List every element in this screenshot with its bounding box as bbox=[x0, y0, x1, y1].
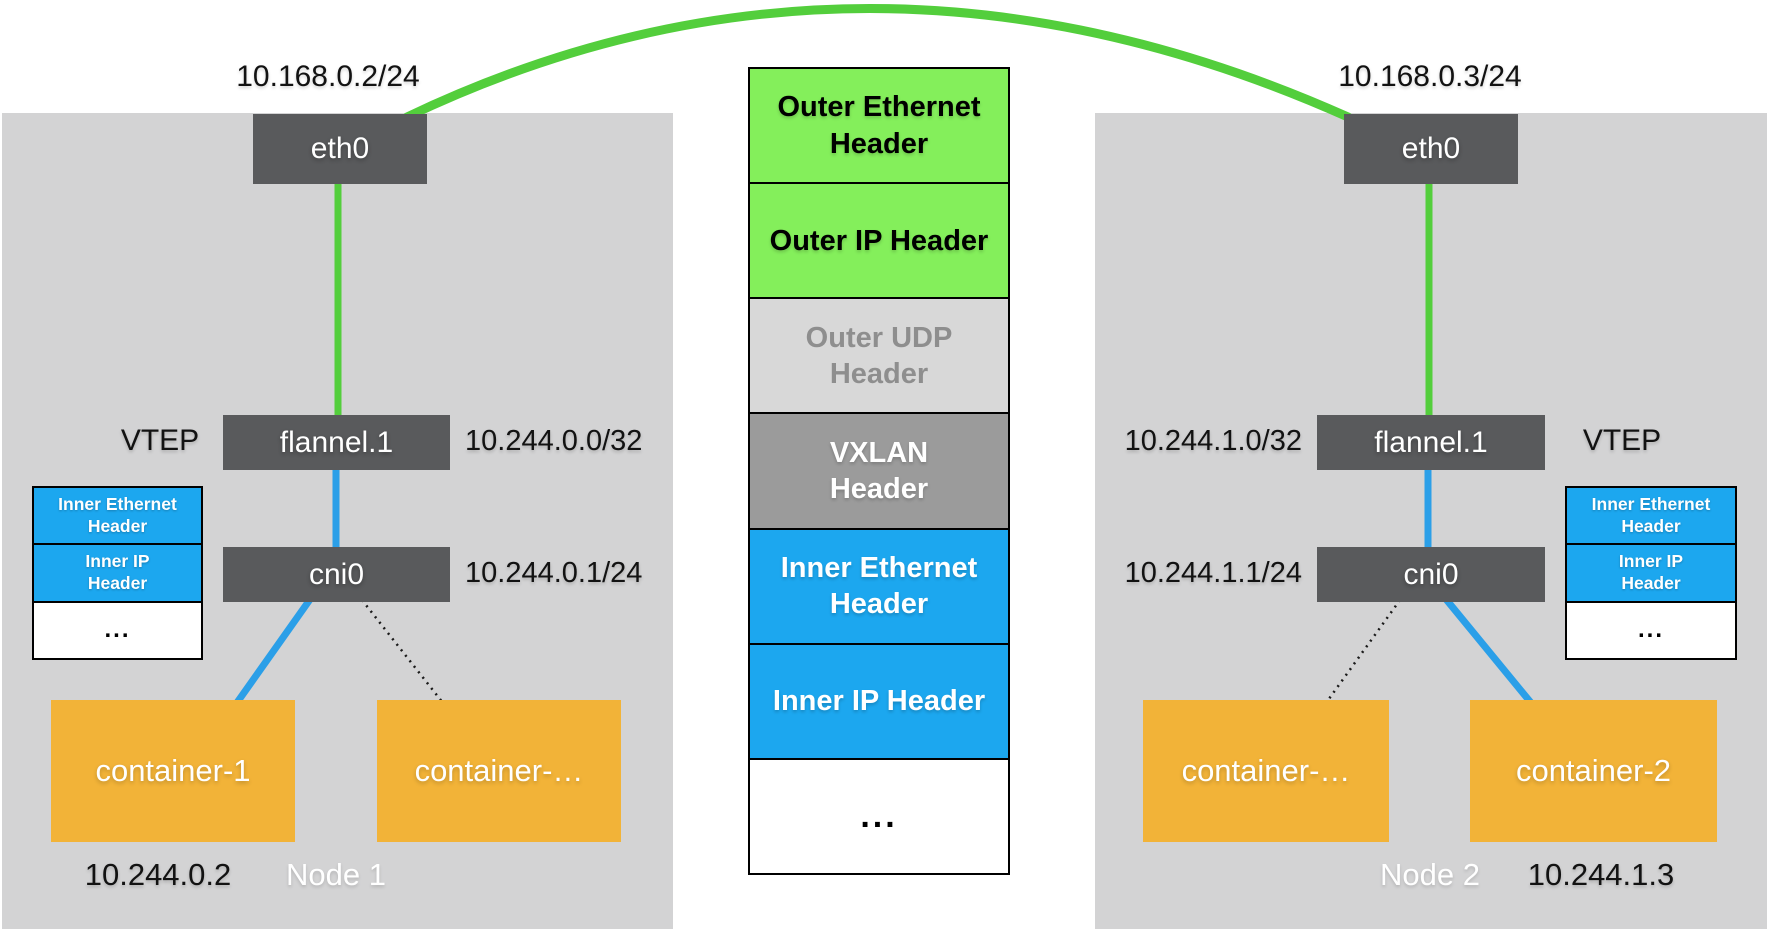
node2-eth0-box: eth0 bbox=[1344, 114, 1518, 184]
node2-cni-ip-label: 10.244.1.1/24 bbox=[1124, 557, 1302, 589]
node2-cni-box: cni0 bbox=[1317, 547, 1545, 602]
node1-inner-ethernet-header: Inner Ethernet Header bbox=[34, 488, 201, 546]
node1-eth0-ip-label: 10.168.0.2/24 bbox=[236, 60, 420, 93]
node1-container-1-box: container-1 bbox=[51, 700, 295, 842]
outer-udp-header-segment: Outer UDP Header bbox=[750, 299, 1008, 415]
node2-cni-label: cni0 bbox=[1403, 557, 1459, 591]
payload-ellipsis-segment: ... bbox=[750, 759, 1008, 873]
node2-flannel-ip-label: 10.244.1.0/32 bbox=[1124, 425, 1302, 457]
node2-vtep-label: VTEP bbox=[1582, 424, 1662, 457]
node2-flannel-label: flannel.1 bbox=[1374, 425, 1488, 459]
node1-cni-ip-label: 10.244.0.1/24 bbox=[465, 557, 643, 589]
node1-cni-box: cni0 bbox=[223, 547, 450, 602]
vxlan-packet-stack: Outer Ethernet Header Outer IP Header Ou… bbox=[748, 67, 1010, 875]
node1-flannel-label: flannel.1 bbox=[279, 425, 394, 459]
node2-container-other-label: container-… bbox=[1181, 753, 1351, 788]
node1-container-other-label: container-… bbox=[414, 753, 584, 788]
inner-ip-header-segment: Inner IP Header bbox=[750, 644, 1008, 760]
node2-inner-ethernet-header: Inner Ethernet Header bbox=[1567, 488, 1735, 546]
node1-flannel-box: flannel.1 bbox=[223, 415, 450, 470]
node1-inner-ellipsis: ... bbox=[34, 602, 201, 658]
node2-inner-ip-header: Inner IP Header bbox=[1567, 545, 1735, 603]
node1-container-other-box: container-… bbox=[377, 700, 621, 842]
node1-inner-ip-header: Inner IP Header bbox=[34, 545, 201, 603]
node2-inner-ellipsis: ... bbox=[1567, 602, 1735, 658]
node2-eth0-ip-label: 10.168.0.3/24 bbox=[1338, 60, 1522, 93]
outer-ethernet-header-segment: Outer Ethernet Header bbox=[750, 69, 1008, 185]
node2-flannel-box: flannel.1 bbox=[1317, 415, 1545, 470]
node2-container-2-box: container-2 bbox=[1470, 700, 1717, 842]
node2-name-label: Node 2 bbox=[1380, 857, 1480, 892]
node1-vtep-label: VTEP bbox=[120, 424, 200, 457]
vxlan-header-segment: VXLAN Header bbox=[750, 414, 1008, 530]
node1-inner-header-stack: Inner Ethernet Header Inner IP Header ..… bbox=[32, 486, 203, 660]
node1-container-1-ip-label: 10.244.0.2 bbox=[84, 857, 232, 892]
node2-inner-header-stack: Inner Ethernet Header Inner IP Header ..… bbox=[1565, 486, 1737, 660]
node1-name-label: Node 1 bbox=[286, 857, 386, 892]
node1-cni-label: cni0 bbox=[308, 557, 365, 591]
node1-container-1-label: container-1 bbox=[95, 753, 251, 788]
node2-container-2-label: container-2 bbox=[1515, 753, 1672, 788]
node2-container-other-box: container-… bbox=[1143, 700, 1389, 842]
node1-flannel-ip-label: 10.244.0.0/32 bbox=[465, 425, 643, 457]
outer-ip-header-segment: Outer IP Header bbox=[750, 184, 1008, 300]
node1-eth0-label: eth0 bbox=[310, 132, 370, 165]
inner-ethernet-header-segment: Inner Ethernet Header bbox=[750, 529, 1008, 645]
node1-eth0-box: eth0 bbox=[253, 114, 427, 184]
node2-eth0-label: eth0 bbox=[1401, 132, 1461, 165]
node2-container-2-ip-label: 10.244.1.3 bbox=[1527, 857, 1675, 892]
